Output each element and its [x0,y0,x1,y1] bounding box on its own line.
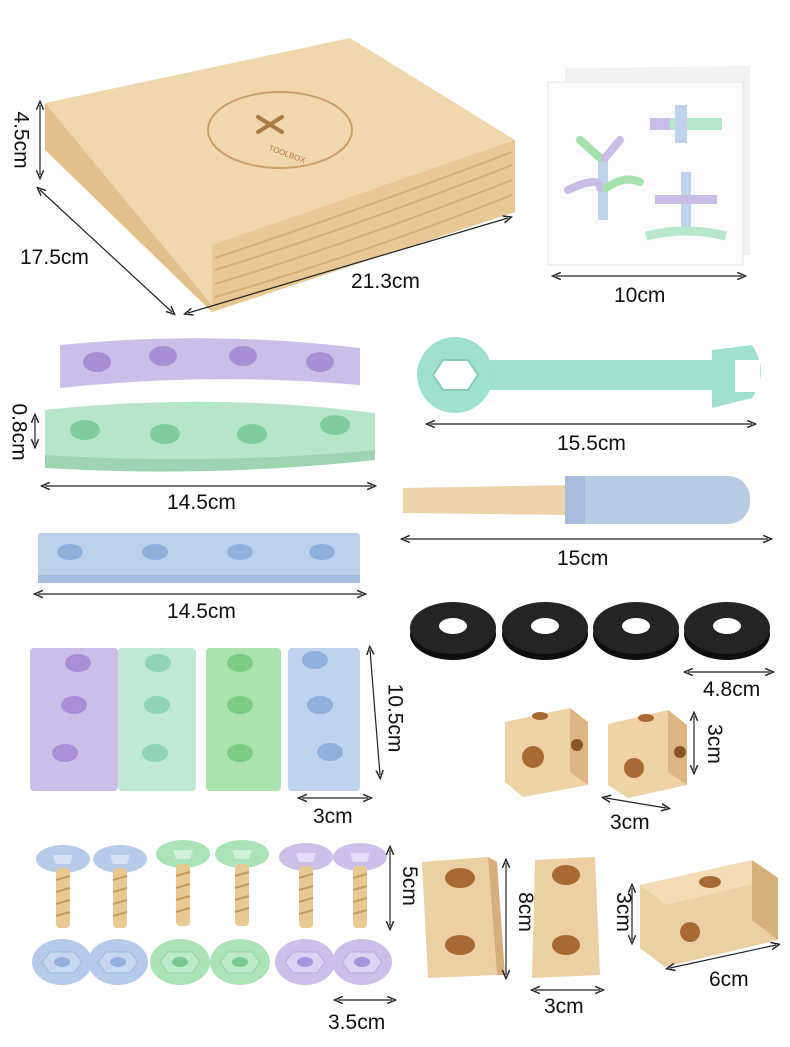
toolbox-logo-icon [256,115,284,134]
card-diagram-cross [650,105,722,143]
card-diagram-tower [644,172,728,241]
wooden-cube-2 [608,710,687,798]
bolt-lavender-2 [333,843,387,928]
short-beam-blue [288,648,360,791]
bolt-green-2 [215,840,269,926]
bolt-green-1 [156,840,210,926]
screwdriver-length-label: 15cm [557,547,609,570]
short-beam-length-arrow [370,650,380,775]
short-beam-mint [118,648,196,791]
wooden-toolbox: TOOLBOX [45,38,515,312]
wood-plate-1 [422,857,505,978]
bolt-lavender-1 [279,843,333,928]
bolt-blue-1 [36,845,90,928]
wood-plate-2 [532,857,600,978]
curved-beam-length-label: 14.5cm [167,491,236,514]
bolts-row [36,840,387,928]
short-beam-length-label: 10.5cm [383,683,407,753]
cube-width-label: 3cm [610,811,650,834]
box-width-arrow [188,218,508,313]
curved-beam-mint [45,401,375,472]
short-beam-lavender [30,648,118,791]
nut-lavender-2 [332,939,392,985]
card-diagram-person [564,136,644,220]
short-beam-width-label: 3cm [313,805,353,828]
bolt-blue-2 [93,845,147,928]
teal-wrench [417,337,761,413]
curved-beam-lavender [60,338,360,388]
nut-width-label: 3.5cm [328,1011,386,1034]
plate-width-label: 3cm [544,995,584,1018]
wood-block [640,860,778,967]
box-depth-label: 17.5cm [20,246,89,269]
block-length-label: 6cm [709,968,749,991]
nut-green-2 [210,939,270,985]
block-height-label: 3cm [611,892,635,932]
curved-beam-thickness-label: 0.8cm [7,403,31,461]
cube-side-label: 3cm [702,724,726,764]
toolbox-logo-circle [207,91,353,169]
instruction-card [547,66,750,266]
nut-lavender-1 [275,939,335,985]
card-width-label: 10cm [614,284,666,307]
block-length-arrow [670,945,776,968]
nut-blue-1 [32,939,92,985]
box-height-label: 4.5cm [9,111,33,169]
washer-diameter-label: 4.8cm [703,678,761,701]
black-washers [410,602,770,660]
wooden-cube-1 [505,708,588,797]
nut-green-1 [150,939,210,985]
box-width-label: 21.3cm [351,270,420,293]
cube-width-arrow [606,798,666,808]
nuts-row [32,939,392,985]
plate-length-label: 8cm [513,892,537,932]
wrench-length-label: 15.5cm [557,432,626,455]
straight-beam-length-label: 14.5cm [167,600,236,623]
screwdriver [403,476,750,524]
bolt-length-label: 5cm [397,866,421,906]
short-beam-green [206,648,281,791]
box-depth-arrow [40,190,172,312]
straight-beam-blue [38,533,360,583]
nut-blue-2 [88,939,148,985]
